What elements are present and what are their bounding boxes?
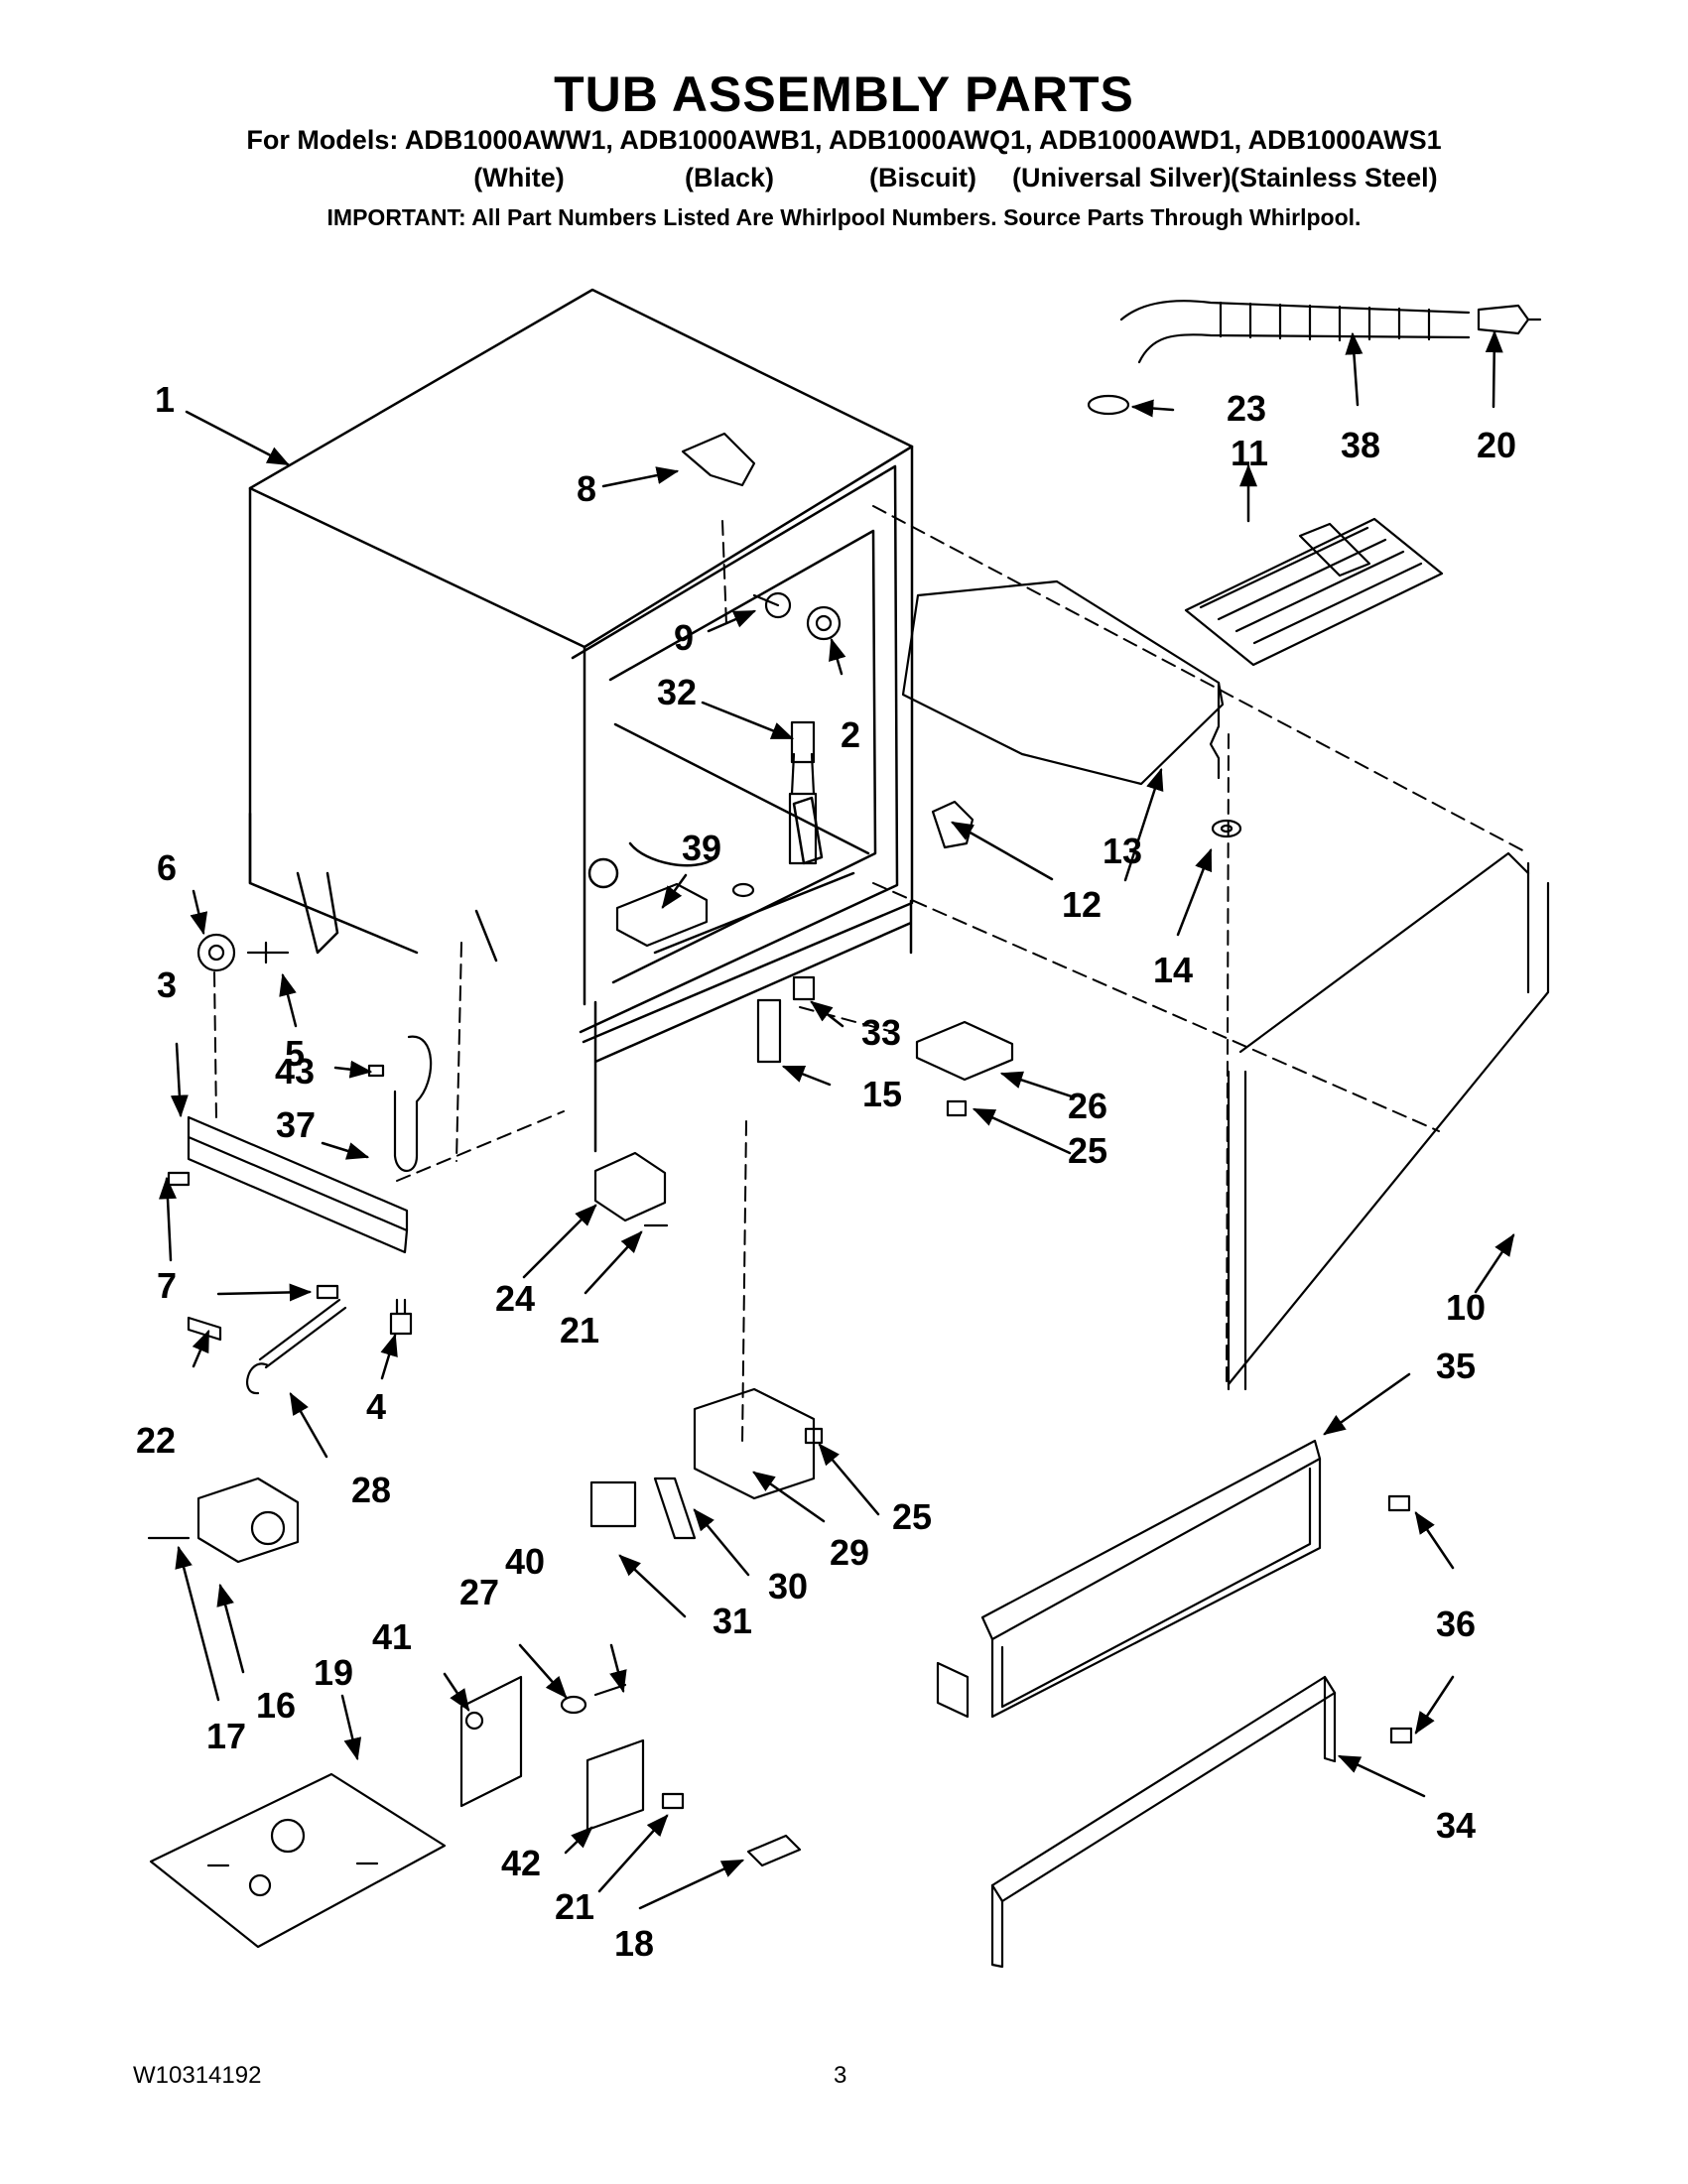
callout-3: 3 [156, 964, 178, 1005]
callout-25b: 25 [891, 1496, 933, 1537]
callout-16: 16 [255, 1685, 297, 1726]
callout-25a: 25 [1067, 1130, 1108, 1171]
callout-12: 12 [1061, 884, 1103, 925]
callout-28: 28 [350, 1470, 392, 1510]
callout-4: 4 [365, 1386, 387, 1427]
callout-31: 31 [712, 1601, 753, 1641]
color-biscuit: (Biscuit) [869, 163, 976, 193]
callout-38: 38 [1340, 425, 1381, 465]
callout-41: 41 [371, 1616, 413, 1657]
callout-37: 37 [275, 1104, 317, 1145]
callout-14: 14 [1152, 950, 1194, 990]
callout-13: 13 [1102, 831, 1143, 871]
page-number: 3 [834, 2062, 847, 2089]
callout-20: 20 [1476, 425, 1517, 465]
callout-19: 19 [313, 1652, 354, 1693]
callout-39: 39 [681, 828, 722, 868]
callout-24: 24 [494, 1278, 536, 1319]
callout-36a: 36 [1435, 1604, 1477, 1644]
callout-21a: 21 [559, 1310, 600, 1350]
callout-43: 43 [274, 1051, 316, 1092]
callout-35: 35 [1435, 1346, 1477, 1386]
callout-arrows [158, 329, 1515, 1910]
important-note: IMPORTANT: All Part Numbers Listed Are W… [326, 204, 1362, 230]
callout-32: 32 [656, 672, 698, 712]
callout-8: 8 [576, 468, 597, 509]
callout-1: 1 [154, 379, 176, 420]
callout-10: 10 [1445, 1287, 1487, 1328]
color-universal-silver: (Universal Silver) [1012, 163, 1232, 193]
document-number: W10314192 [133, 2062, 262, 2089]
hardware-parts [147, 300, 1550, 1969]
callout-18: 18 [613, 1923, 655, 1964]
callout-42: 42 [500, 1843, 542, 1883]
color-black: (Black) [684, 163, 775, 193]
callout-2: 2 [840, 714, 861, 755]
callout-27: 27 [458, 1572, 500, 1612]
callout-5: 5 [284, 1033, 306, 1074]
callout-7: 7 [156, 1265, 178, 1306]
callout-23: 23 [1226, 388, 1267, 429]
color-stainless-steel: (Stainless Steel) [1231, 163, 1438, 193]
callout-9: 9 [673, 617, 695, 658]
callout-26: 26 [1067, 1086, 1108, 1126]
tub-body [248, 288, 914, 1153]
callout-22: 22 [135, 1420, 177, 1461]
page-title: TUB ASSEMBLY PARTS [554, 66, 1134, 122]
callout-6: 6 [156, 847, 178, 888]
callout-40: 40 [504, 1541, 546, 1582]
color-white: (White) [473, 163, 565, 193]
callout-33: 33 [860, 1012, 902, 1053]
dashed-leaders [213, 505, 1529, 1445]
callout-34: 34 [1435, 1805, 1477, 1846]
models-line: For Models: ADB1000AWW1, ADB1000AWB1, AD… [246, 125, 1442, 155]
callout-21b: 21 [554, 1886, 595, 1927]
callout-15: 15 [861, 1074, 903, 1114]
callout-11: 11 [1230, 433, 1269, 473]
callout-30: 30 [767, 1566, 809, 1606]
callout-17: 17 [205, 1716, 247, 1756]
callout-29: 29 [829, 1532, 870, 1573]
